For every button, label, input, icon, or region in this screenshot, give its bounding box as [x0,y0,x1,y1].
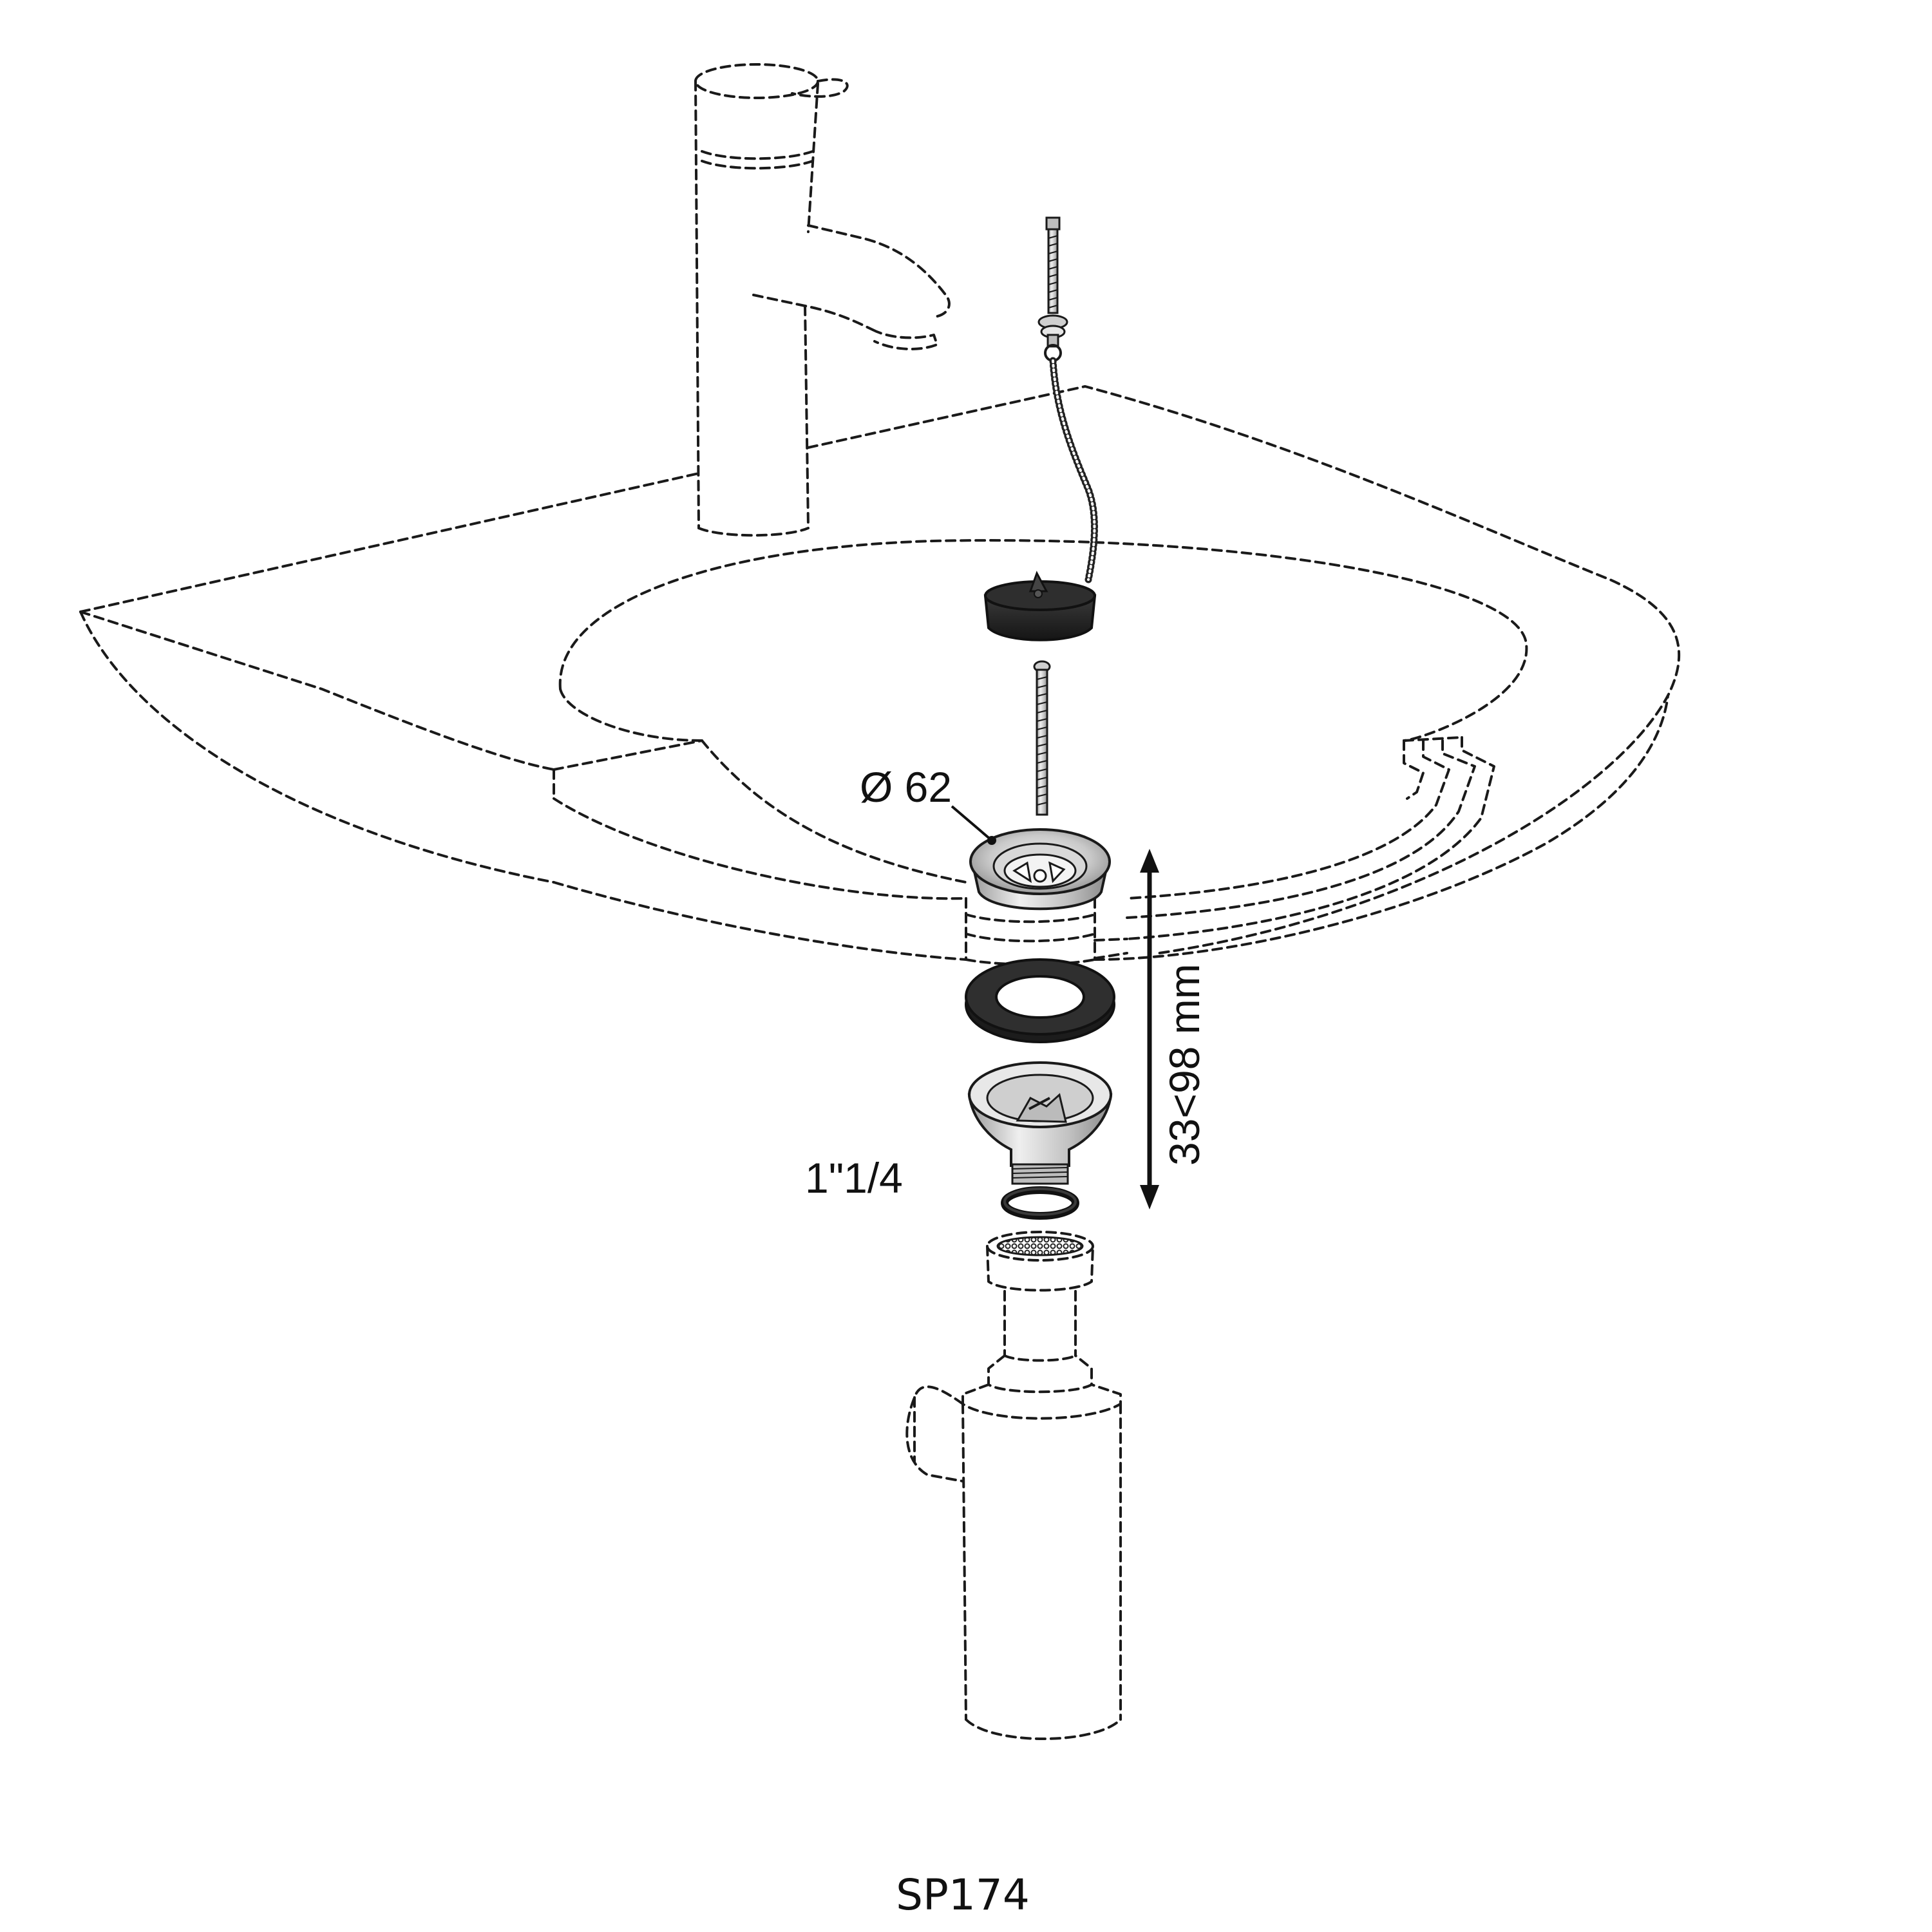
lower-drain-body-icon [967,1061,1113,1185]
o-ring-icon [1001,1186,1079,1220]
center-screw-icon [1033,660,1051,816]
diameter-label: Ø 62 [860,763,952,811]
washbasin-icon [79,385,1681,966]
tap-icon [694,63,951,537]
bolt-icon [1037,216,1068,362]
thread-size-label: 1"1/4 [805,1154,903,1202]
ball-chain-icon [1049,357,1098,583]
rubber-plug-icon [983,571,1097,641]
rubber-gasket-icon [965,958,1115,1043]
height-dimension-arrow [1140,849,1159,1209]
height-range-label: 33<98 mm [1160,963,1208,1166]
product-code-label: SP174 [896,1870,1030,1920]
drain-flange-icon [969,828,1111,911]
bottle-trap-icon [905,1231,1122,1740]
diameter-leader [951,805,996,845]
